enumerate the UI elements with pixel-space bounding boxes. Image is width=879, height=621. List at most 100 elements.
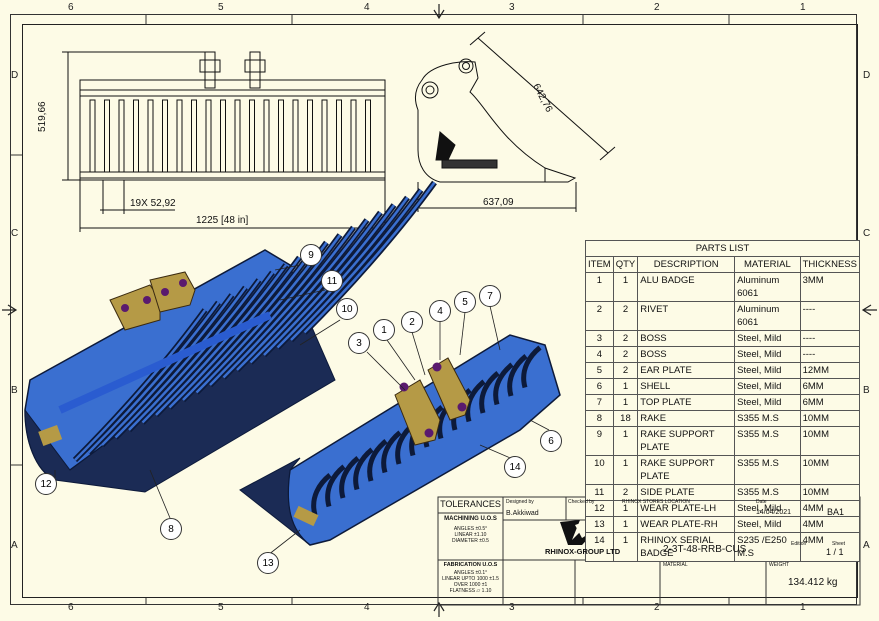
parts-cell-qty: 2 [612,301,639,331]
iso-bucket-view [239,334,561,546]
parts-cell-desc: SHELL [637,378,736,395]
parts-cell-thk: ---- [799,346,861,363]
parts-cell-qty: 2 [612,346,639,363]
parts-cell-qty: 1 [612,455,639,485]
sheet-number: 1 / 1 [826,547,844,557]
rake-tine [249,99,255,173]
balloon-10: 10 [336,298,358,320]
parts-cell-mat: S235 /E250 M.S [734,532,801,562]
parts-cell-item: 14 [585,532,614,562]
zone-bottom-3: 3 [509,602,515,613]
parts-cell-desc: RIVET [637,301,736,331]
parts-cell-mat: Steel, Mild [734,330,801,347]
parts-cell-thk: ---- [799,301,861,331]
zone-top-6: 6 [68,2,74,13]
parts-cell-item: 6 [585,378,614,395]
rake-tine [147,99,154,173]
rake-tine [104,99,110,173]
dim-side-width: 637,09 [483,197,514,208]
machining-line: LINEAR ±1.10 [454,532,487,538]
parts-cell-desc: TOP PLATE [637,394,736,411]
rake-tine [307,99,313,173]
parts-cell-qty: 2 [612,330,639,347]
parts-cell-mat: S355 M.S [734,426,801,456]
rake-tine [321,99,328,173]
parts-cell-mat: Steel, Mild [734,516,801,533]
parts-cell-thk: 10MM [799,410,861,427]
zone-bottom-6: 6 [68,602,74,613]
col-item: ITEM [585,256,614,273]
balloon-11: 11 [321,270,343,292]
parts-cell-desc: RHINOX SERIAL BADGE [637,532,736,562]
balloon-13: 13 [257,552,279,574]
parts-cell-desc: WEAR PLATE-RH [637,516,736,533]
machining-line: DIAMETER ±0.5 [452,538,489,544]
rake-tine-highlight [209,234,342,386]
rake-tine-highlight [141,271,274,424]
parts-list-title: PARTS LIST [585,240,860,257]
rake-tine [292,99,299,173]
balloon-8: 8 [160,518,182,540]
date-label: Date [756,499,767,505]
zone-top-5: 5 [218,2,224,13]
balloon-1: 1 [373,319,395,341]
bucket-tine [521,345,542,389]
rake-tine [263,99,270,173]
bucket-tine [381,430,402,474]
col-thickness: THICKNESS [799,256,861,273]
parts-cell-item: 3 [585,330,614,347]
bucket-tine [493,362,514,406]
parts-cell-item: 1 [585,272,614,302]
material-label: MATERIAL [663,562,688,568]
parts-cell-thk: ---- [799,330,861,347]
dim-pitch: 19X 52,92 [130,198,176,209]
parts-cell-mat: S355 M.S [734,410,801,427]
rake-tine [350,99,357,173]
parts-cell-item: 13 [585,516,614,533]
rake-tine [278,99,284,173]
rake-tine-highlight [114,286,247,439]
rake-tine [162,99,168,173]
location-label: RHINOX STORES LOCATION [622,499,690,505]
rake-tine-highlight [249,211,382,364]
zone-left-b: B [11,385,18,396]
col-qty: QTY [612,256,639,273]
zone-left-d: D [11,70,19,81]
designed-by-label: Designed by [506,499,534,505]
parts-cell-thk: 4MM [799,516,861,533]
parts-cell-item: 7 [585,394,614,411]
weight-label: WEIGHT [769,562,789,568]
parts-cell-mat: Aluminum 6061 [734,272,801,302]
balloon-3: 3 [348,332,370,354]
rake-tine [191,99,197,173]
rake-tine-highlight [182,249,315,401]
rake-tine [133,99,139,173]
part-number: 2-3T-48-RRB-CUS [663,544,747,555]
parts-cell-mat: Steel, Mild [734,362,801,379]
parts-cell-qty: 1 [612,272,639,302]
balloon-4: 4 [429,300,451,322]
balloon-2: 2 [401,311,423,333]
sheet-label: Sheet [832,541,846,547]
zone-bottom-4: 4 [364,602,370,613]
bucket-tine [367,439,388,482]
dim-front-height: 519,66 [37,101,48,132]
rake-tine-highlight [222,226,355,379]
rake-tine-highlight [74,309,207,461]
parts-cell-thk: 6MM [799,378,861,395]
rake-tine-highlight [101,294,234,446]
rake-tine [220,99,226,173]
zone-top-1: 1 [800,2,806,13]
sheet-size: BA1 [827,507,845,517]
tolerances-label: TOLERANCES [440,499,501,509]
